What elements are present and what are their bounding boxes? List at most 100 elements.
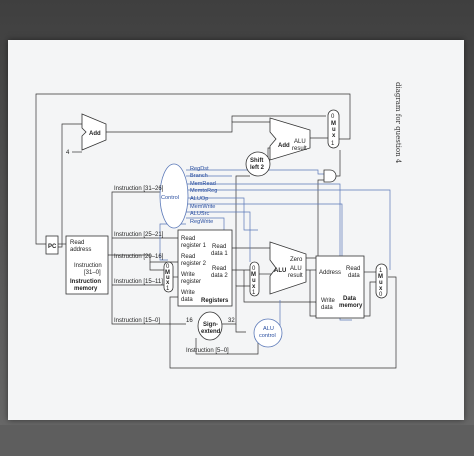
svg-text:M: M bbox=[251, 272, 256, 278]
svg-text:extend: extend bbox=[201, 329, 221, 335]
svg-text:data 1: data 1 bbox=[211, 251, 228, 257]
svg-text:register 2: register 2 bbox=[181, 261, 207, 267]
svg-text:Zero: Zero bbox=[290, 257, 303, 263]
svg-text:1: 1 bbox=[166, 286, 170, 292]
svg-text:x: x bbox=[166, 280, 170, 286]
svg-text:Write: Write bbox=[321, 298, 336, 304]
svg-text:x: x bbox=[252, 284, 256, 290]
alu-src-mux: 0 M u x 1 bbox=[249, 261, 260, 297]
svg-text:Branch: Branch bbox=[190, 173, 208, 179]
svg-text:Registers: Registers bbox=[201, 298, 229, 304]
svg-text:ALU: ALU bbox=[290, 266, 302, 272]
pc-adder-label: Add bbox=[89, 131, 101, 137]
svg-text:Instruction [5–0]: Instruction [5–0] bbox=[186, 348, 229, 354]
svg-text:Instruction [15–0]: Instruction [15–0] bbox=[114, 318, 160, 324]
svg-text:Read: Read bbox=[70, 240, 84, 246]
svg-text:u: u bbox=[166, 275, 170, 281]
shift-label-b: left 2 bbox=[250, 165, 265, 171]
svg-text:u: u bbox=[379, 280, 383, 286]
svg-text:address: address bbox=[70, 247, 91, 253]
svg-text:RegWrite: RegWrite bbox=[190, 219, 213, 225]
svg-text:Read: Read bbox=[346, 266, 360, 272]
side-caption: diagram for question 4 bbox=[394, 82, 402, 164]
svg-text:Instruction: Instruction bbox=[70, 279, 101, 285]
mem-to-reg-mux: 1 M u x 0 bbox=[375, 263, 388, 299]
branch-adder-result: result bbox=[292, 146, 307, 152]
svg-text:Write: Write bbox=[181, 290, 196, 296]
register-file: Read register 1 Read register 2 Write re… bbox=[177, 229, 233, 307]
svg-text:M: M bbox=[331, 121, 336, 127]
svg-text:M: M bbox=[165, 270, 170, 276]
svg-text:16: 16 bbox=[186, 318, 193, 324]
svg-text:x: x bbox=[332, 133, 336, 139]
shift-label-a: Shift bbox=[250, 158, 263, 164]
svg-text:Write: Write bbox=[181, 272, 196, 278]
svg-text:1: 1 bbox=[331, 141, 335, 147]
svg-text:Instruction [20–16]: Instruction [20–16] bbox=[114, 254, 164, 260]
branch-adder-add: Add bbox=[278, 143, 290, 149]
svg-text:Read: Read bbox=[212, 266, 226, 272]
svg-text:u: u bbox=[252, 278, 256, 284]
svg-text:MemtoReg: MemtoReg bbox=[190, 188, 217, 194]
pc-register: PC bbox=[45, 235, 59, 255]
svg-text:register: register bbox=[181, 279, 201, 285]
svg-text:data: data bbox=[348, 273, 360, 279]
svg-text:32: 32 bbox=[228, 318, 235, 324]
branch-and-gate bbox=[323, 169, 337, 183]
pc-label: PC bbox=[48, 244, 57, 250]
svg-text:ALUOp: ALUOp bbox=[190, 196, 208, 202]
main-alu: Zero ALU ALU result bbox=[269, 241, 307, 295]
control-unit: Control bbox=[159, 163, 189, 229]
svg-text:data 2: data 2 bbox=[211, 273, 228, 279]
svg-text:Instruction [31–26]: Instruction [31–26] bbox=[114, 186, 164, 192]
sign-extend: Sign- extend 16 32 bbox=[186, 311, 235, 341]
svg-text:result: result bbox=[288, 273, 303, 279]
table-edge bbox=[0, 425, 474, 456]
svg-text:Data: Data bbox=[343, 296, 357, 302]
svg-text:ALU: ALU bbox=[263, 326, 274, 332]
svg-text:1: 1 bbox=[252, 290, 256, 296]
alu-control: ALU control bbox=[253, 318, 283, 348]
svg-text:data: data bbox=[321, 305, 333, 311]
svg-text:Instruction [15–11]: Instruction [15–11] bbox=[114, 279, 163, 285]
svg-text:control: control bbox=[259, 333, 276, 339]
svg-text:1: 1 bbox=[379, 268, 383, 274]
svg-text:ALUSrc: ALUSrc bbox=[190, 211, 209, 217]
svg-text:0: 0 bbox=[331, 114, 335, 120]
svg-text:memory: memory bbox=[339, 303, 363, 309]
svg-text:memory: memory bbox=[74, 286, 98, 292]
instruction-memory: Read address Instruction [31–0] Instruct… bbox=[65, 235, 109, 295]
reg-dst-mux: 0 M u x 1 bbox=[163, 261, 174, 293]
pc-source-mux: 0 M u x 1 bbox=[327, 109, 340, 149]
svg-text:data: data bbox=[181, 297, 193, 303]
svg-text:ALU: ALU bbox=[274, 268, 286, 274]
svg-text:Read: Read bbox=[181, 254, 195, 260]
shift-left-two: Shift left 2 bbox=[245, 151, 271, 177]
svg-text:Read: Read bbox=[212, 244, 226, 250]
pc-adder: Add bbox=[81, 113, 107, 151]
control-signal-labels: RegDst Branch MemRead MemtoReg ALUOp Mem… bbox=[190, 166, 217, 225]
svg-text:Read: Read bbox=[181, 236, 195, 242]
constant-four: 4 bbox=[66, 150, 70, 156]
svg-text:Instruction: Instruction bbox=[74, 263, 102, 269]
svg-text:Address: Address bbox=[319, 270, 341, 276]
svg-text:Sign-: Sign- bbox=[203, 322, 218, 328]
svg-text:MemWrite: MemWrite bbox=[190, 204, 215, 210]
svg-text:MemRead: MemRead bbox=[190, 181, 216, 187]
branch-adder-alu: ALU bbox=[294, 139, 306, 145]
instruction-field-labels: Instruction [31–26] Instruction [25–21] … bbox=[114, 186, 229, 354]
svg-text:M: M bbox=[378, 274, 383, 280]
svg-text:register 1: register 1 bbox=[181, 243, 207, 249]
svg-text:RegDst: RegDst bbox=[190, 166, 209, 172]
control-label: Control bbox=[161, 195, 179, 201]
svg-text:0: 0 bbox=[166, 264, 170, 270]
svg-text:0: 0 bbox=[379, 292, 383, 298]
svg-text:x: x bbox=[379, 286, 383, 292]
svg-text:[31–0]: [31–0] bbox=[84, 270, 101, 276]
svg-text:0: 0 bbox=[252, 266, 256, 272]
svg-text:u: u bbox=[332, 127, 336, 133]
data-memory: Address Read data Write data Data memory bbox=[315, 255, 365, 319]
svg-text:Instruction [25–21]: Instruction [25–21] bbox=[114, 232, 164, 238]
branch-adder: Add ALU result bbox=[269, 117, 311, 161]
